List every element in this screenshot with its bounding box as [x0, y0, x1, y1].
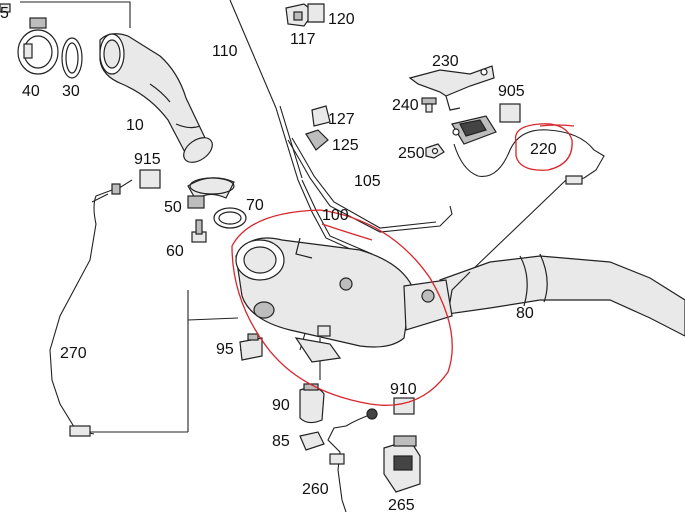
label-60: 60: [166, 243, 184, 260]
label-220: 220: [530, 141, 557, 158]
part-120-clip: [307, 3, 325, 23]
part-5-bolt: [0, 3, 11, 13]
part-250-nut: [425, 143, 445, 159]
label-270: 270: [60, 345, 87, 362]
leader-lines: [20, 0, 501, 433]
label-120: 120: [328, 11, 355, 28]
part-265-connector: [383, 435, 421, 493]
label-70: 70: [246, 197, 264, 214]
part-70-ring: [213, 207, 247, 229]
label-230: 230: [432, 53, 459, 70]
label-905: 905: [498, 83, 525, 100]
part-110-rod: [275, 105, 303, 181]
label-40: 40: [22, 83, 40, 100]
label-110: 110: [212, 43, 238, 60]
label-95: 95: [216, 341, 234, 358]
label-117: 117: [290, 31, 316, 48]
label-50: 50: [164, 199, 182, 216]
label-910: 910: [390, 381, 417, 398]
part-30-gasket: [61, 37, 83, 79]
label-125: 125: [332, 137, 359, 154]
part-260-cable: [327, 408, 378, 512]
part-230-bracket: [408, 65, 495, 111]
part-50-bracket: [187, 177, 235, 209]
sensor-module: [451, 115, 497, 145]
label-90: 90: [272, 397, 290, 414]
label-240: 240: [392, 97, 419, 114]
part-80-pipe: [439, 253, 685, 337]
label-127: 127: [328, 111, 355, 128]
label-915: 915: [134, 151, 161, 168]
label-105: 105: [354, 173, 381, 190]
red-annotations: [231, 123, 575, 406]
part-85-nut: [299, 431, 325, 451]
label-265: 265: [388, 497, 415, 512]
main-converter: [235, 237, 453, 363]
part-90-mount: [299, 383, 325, 424]
label-30: 30: [62, 83, 80, 100]
part-labels: 5 10 30 40 50 60 70 80 85 90 95 100 105 …: [0, 5, 557, 512]
label-250: 250: [398, 145, 425, 162]
label-10: 10: [126, 117, 144, 134]
part-915-clip: [111, 169, 161, 195]
label-5: 5: [0, 5, 9, 22]
part-220-sensor-wire: [453, 129, 605, 273]
part-95-mount: [239, 333, 263, 361]
label-80: 80: [516, 305, 534, 322]
part-105-pipe: [287, 137, 453, 233]
part-40-clamp: [17, 17, 59, 75]
label-260: 260: [302, 481, 329, 498]
part-240-screw: [421, 97, 437, 113]
part-910-clip: [393, 397, 415, 415]
part-60-bolt: [191, 219, 207, 243]
part-905-clip: [499, 103, 521, 123]
label-100: 100: [322, 207, 349, 224]
part-127-nut: [311, 105, 331, 127]
part-270-pipe: [49, 189, 113, 437]
part-125-clip: [305, 129, 329, 151]
label-85: 85: [272, 433, 290, 450]
part-10-pipe: [99, 33, 213, 163]
